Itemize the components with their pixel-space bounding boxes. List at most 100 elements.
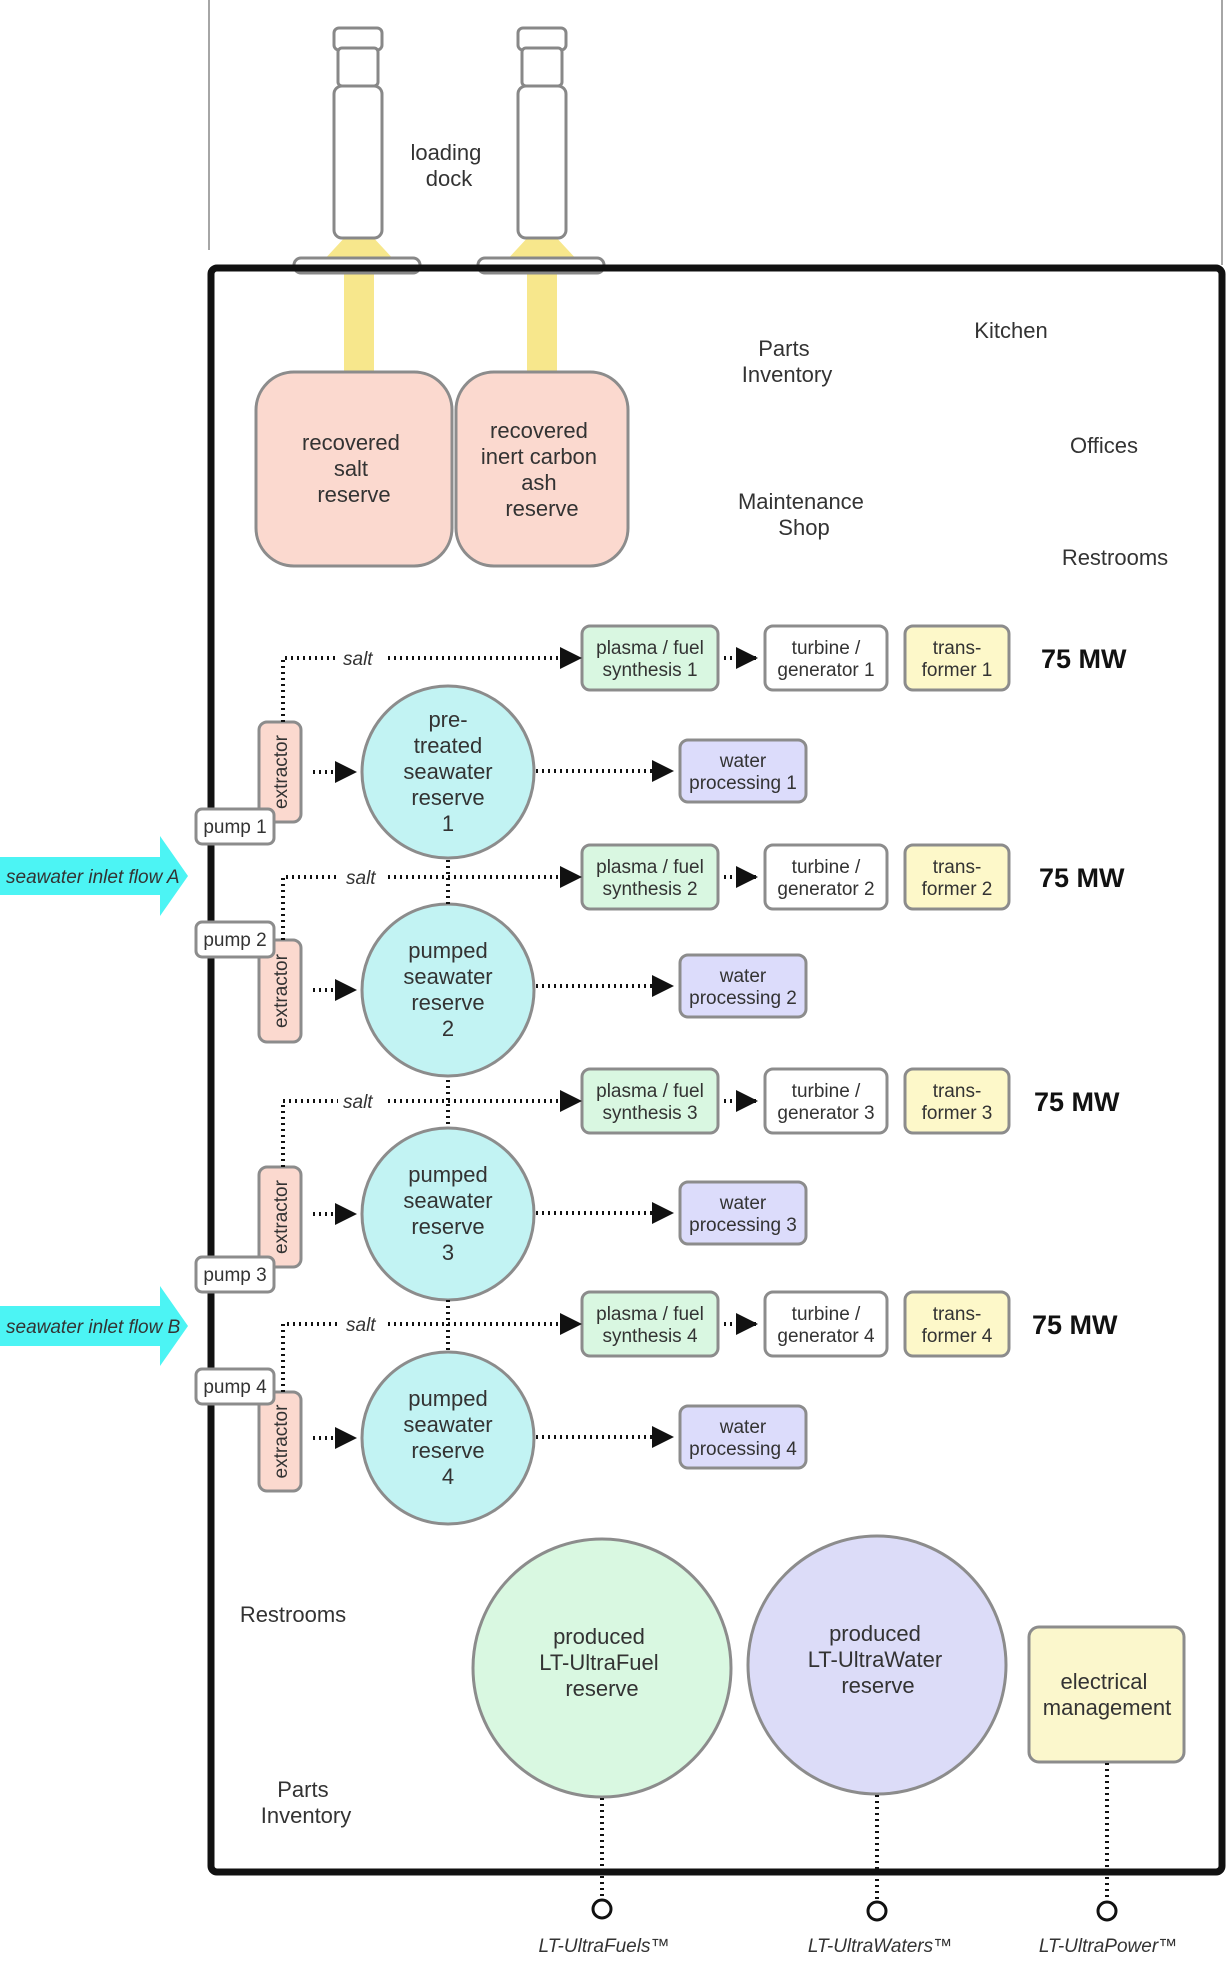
water-output-label: LT-UltraWaters™ <box>808 1936 952 1957</box>
transformer-3 <box>903 1067 1011 1135</box>
transformer-label-3: trans-former 3 <box>922 1081 993 1124</box>
ash-reserve-label: recovered inert carbon ash reserve <box>481 418 603 521</box>
turbine-generator-label-4: turbine /generator 4 <box>777 1304 875 1347</box>
transformer-label-4: trans-former 4 <box>922 1304 993 1347</box>
transformer-label-1: trans-former 1 <box>922 638 993 681</box>
salt-line-start-1 <box>281 656 338 722</box>
output-connectors <box>600 1763 1109 1900</box>
pump-label-1: pump 1 <box>203 817 266 838</box>
fuel-output-label: LT-UltraFuels™ <box>539 1936 670 1957</box>
plasma-synthesis-2 <box>580 843 720 911</box>
inlet-arrow-b <box>0 1286 188 1366</box>
power-output-2: 75 MW <box>1039 863 1125 893</box>
salt-label-1: salt <box>343 649 373 670</box>
water-processing-4 <box>678 1404 808 1470</box>
extractor-1 <box>257 720 303 824</box>
power-output-4: 75 MW <box>1032 1310 1118 1340</box>
ultrawater-reserve-label: produced LT-UltraWater reserve <box>808 1621 949 1698</box>
plasma-synthesis-3 <box>580 1067 720 1135</box>
power-output-1: 75 MW <box>1041 644 1127 674</box>
ash-reserve <box>454 370 630 568</box>
building-outline <box>207 264 1226 1876</box>
pump-1 <box>194 807 276 846</box>
offices-label: Offices <box>1070 433 1138 458</box>
salt-line-start-2 <box>281 875 338 940</box>
pump-label-2: pump 2 <box>203 930 266 951</box>
water-output-port <box>866 1900 888 1922</box>
inlet-b-label: seawater inlet flow B <box>6 1317 181 1338</box>
ash-transfer-arrow-shaft <box>527 262 557 374</box>
pump-2 <box>194 920 276 959</box>
extractor-label-1: extractor <box>271 734 292 809</box>
fuel-reserve <box>471 1537 733 1799</box>
turbine-generator-label-1: turbine /generator 1 <box>777 638 874 681</box>
extractor-label-4: extractor <box>271 1404 292 1479</box>
pump-label-4: pump 4 <box>203 1377 267 1398</box>
extractor-3 <box>257 1165 303 1269</box>
salt-reserve <box>254 370 454 568</box>
turbine-generator-2 <box>763 843 889 911</box>
truck-2 <box>516 26 568 240</box>
salt-line-start-3 <box>281 1099 338 1167</box>
turbine-generator-1 <box>763 624 889 692</box>
parts-inventory-top-label: Parts Inventory <box>742 336 833 387</box>
pump-3 <box>194 1255 276 1294</box>
plasma-synthesis-4 <box>580 1290 720 1358</box>
pump-4 <box>194 1367 276 1406</box>
ultrawater-reserve <box>746 1534 1008 1796</box>
electrical-management <box>1027 1625 1186 1764</box>
turbine-generator-label-2: turbine /generator 2 <box>777 857 874 900</box>
extractor-4 <box>257 1390 303 1493</box>
extractor-2 <box>257 938 303 1044</box>
salt-reserve-label: recovered salt reserve <box>302 430 406 507</box>
truck-1 <box>332 26 384 240</box>
fuel-reserve-label: produced LT-UltraFuel reserve <box>539 1624 665 1701</box>
transformer-label-2: trans-former 2 <box>922 857 993 900</box>
seawater-reserve-4 <box>360 1350 536 1526</box>
transformer-1 <box>903 624 1011 692</box>
transformer-4 <box>903 1290 1011 1358</box>
pump-label-3: pump 3 <box>203 1265 266 1286</box>
salt-transfer-arrow-shaft <box>344 262 374 374</box>
salt-label-4: salt <box>346 1315 376 1336</box>
fuel-output-port <box>591 1898 613 1920</box>
maintenance-shop-label: Maintenance Shop <box>738 489 870 540</box>
turbine-generator-4 <box>763 1290 889 1358</box>
salt-label-2: salt <box>346 868 376 889</box>
salt-transfer-arrow-head <box>322 222 396 262</box>
extractor-label-3: extractor <box>271 1179 292 1254</box>
seawater-reserve-1 <box>360 684 536 860</box>
power-output-port <box>1096 1900 1118 1922</box>
electrical-management-label: electrical management <box>1043 1669 1171 1720</box>
ash-transfer-arrow-head <box>505 222 579 262</box>
power-output-label: LT-UltraPower™ <box>1039 1936 1177 1957</box>
plasma-synthesis-1 <box>580 624 720 692</box>
water-processing-1 <box>678 738 808 804</box>
salt-line-start-4 <box>281 1322 338 1392</box>
water-processing-2 <box>678 953 808 1019</box>
turbine-generator-label-3: turbine /generator 3 <box>777 1081 874 1124</box>
transformer-2 <box>903 843 1011 911</box>
restrooms-bottom-label: Restrooms <box>240 1602 346 1627</box>
turbine-generator-3 <box>763 1067 889 1135</box>
inlet-arrow-a <box>0 836 188 916</box>
extractor-label-2: extractor <box>271 953 292 1028</box>
water-processing-3 <box>678 1180 808 1246</box>
